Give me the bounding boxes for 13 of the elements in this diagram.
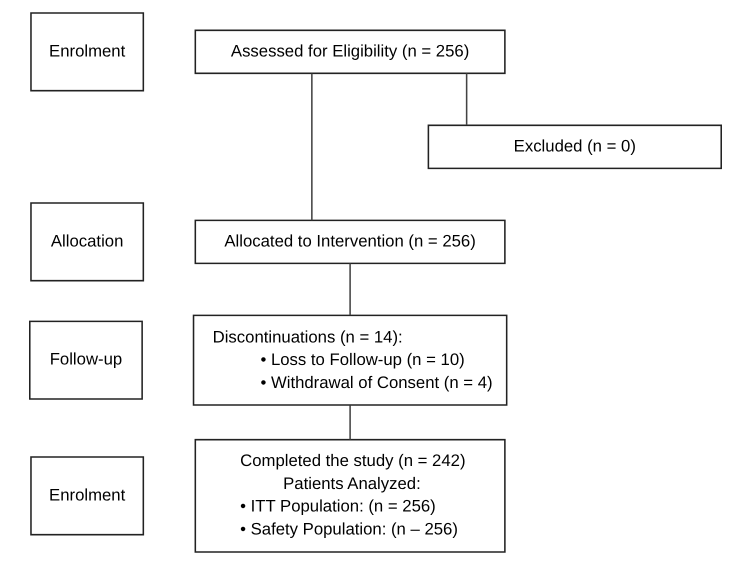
- node-box: Assessed for Eligibility (n = 256): [194, 30, 506, 74]
- node-box: Follow-up: [28, 320, 142, 400]
- node-box: Allocation: [30, 202, 144, 282]
- connector: [310, 74, 312, 220]
- node-box: Discontinuations (n = 14): • Loss to Follow-up (n = 10) • Withdrawal of Consent (n = 4): [192, 314, 507, 406]
- connector: [465, 73, 467, 126]
- connector: [348, 405, 350, 440]
- node-box: Enrolment: [30, 12, 144, 92]
- node-box: Excluded (n = 0): [427, 124, 722, 170]
- node-box: Completed the study (n = 242) Patients Analyzed: • ITT Population: (n = 256) • Safety Population: (n – 256): [194, 438, 506, 553]
- connector: [348, 264, 350, 316]
- node-box: Allocated to Intervention (n = 256): [194, 220, 506, 264]
- node-box: Enrolment: [30, 456, 144, 536]
